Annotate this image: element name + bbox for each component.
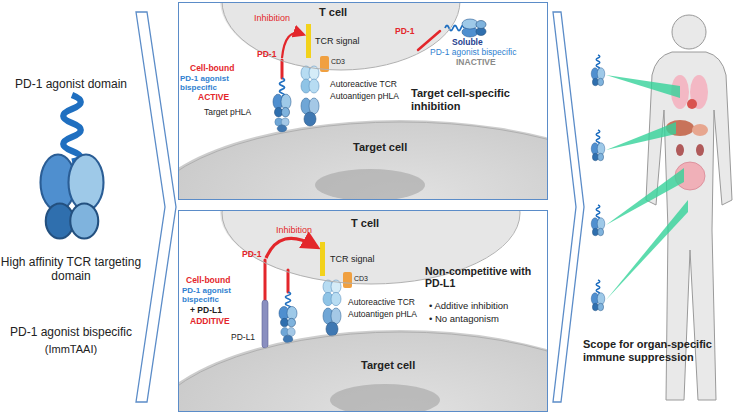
callout-label: TCR signal — [315, 36, 370, 46]
callout-label: ACTIVE — [198, 93, 243, 103]
callout-label: Autoantigen pHLA — [330, 92, 410, 102]
callout-label: CD3 — [331, 58, 349, 66]
callout-label: PD-1 agonist bispecific — [182, 286, 254, 304]
part-label: High affinity TCR targeting domain — [0, 256, 142, 284]
callout-label: CD3 — [354, 275, 372, 283]
callout-label: + PD-L1 — [190, 306, 240, 316]
callout-label: Inhibition — [276, 225, 326, 235]
callout-label: Scope for organ-specific immune suppress… — [583, 338, 733, 363]
callout-label: PD-1 agonist bispecific — [180, 74, 255, 92]
part-label: PD-1 agonist bispecific — [0, 326, 142, 340]
node-body: • No antagonism — [429, 314, 544, 325]
node-heading: Target cell-specific inhibition — [411, 87, 541, 112]
callout-label: ADDITIVE — [190, 317, 245, 327]
node-heading: Target cell — [353, 141, 423, 154]
callout-label: Inhibition — [254, 13, 304, 23]
target-cell: Target cell — [178, 331, 548, 412]
node-heading: Non-competitive with PD-L1 — [425, 265, 545, 289]
cell-outline — [178, 121, 548, 200]
callout-label: Cell-bound — [186, 276, 246, 286]
callout-label: TCR signal — [330, 254, 385, 264]
part-label: (ImmTAAI) — [0, 343, 142, 356]
node-heading: T cell — [351, 217, 395, 230]
callout-label: PD-1 — [257, 50, 279, 60]
callout-label: Soluble — [452, 38, 492, 48]
callout-label: Autoantigen pHLA — [348, 310, 424, 320]
node-heading: Target cell — [361, 359, 431, 372]
callout-label: PD-1 — [242, 250, 264, 260]
callout-label: Autoreactive TCR — [348, 298, 424, 308]
callout-label: PD-L1 — [231, 333, 261, 343]
callout-label: PD-1 — [395, 27, 419, 37]
callout-label: Autoreactive TCR — [330, 80, 410, 90]
part-label: PD-1 agonist domain — [0, 78, 142, 92]
callout-label: PD-1 agonist bispecific — [430, 48, 535, 58]
callout-label: INACTIVE — [456, 58, 506, 68]
target-cell: Target cell — [178, 121, 548, 200]
node-body: • Additive inhibition — [429, 301, 544, 312]
node-heading: T cell — [319, 6, 363, 19]
callout-label: Target pHLA — [204, 108, 254, 118]
cell-outline — [178, 331, 548, 412]
callout-label: Cell-bound — [190, 64, 250, 74]
